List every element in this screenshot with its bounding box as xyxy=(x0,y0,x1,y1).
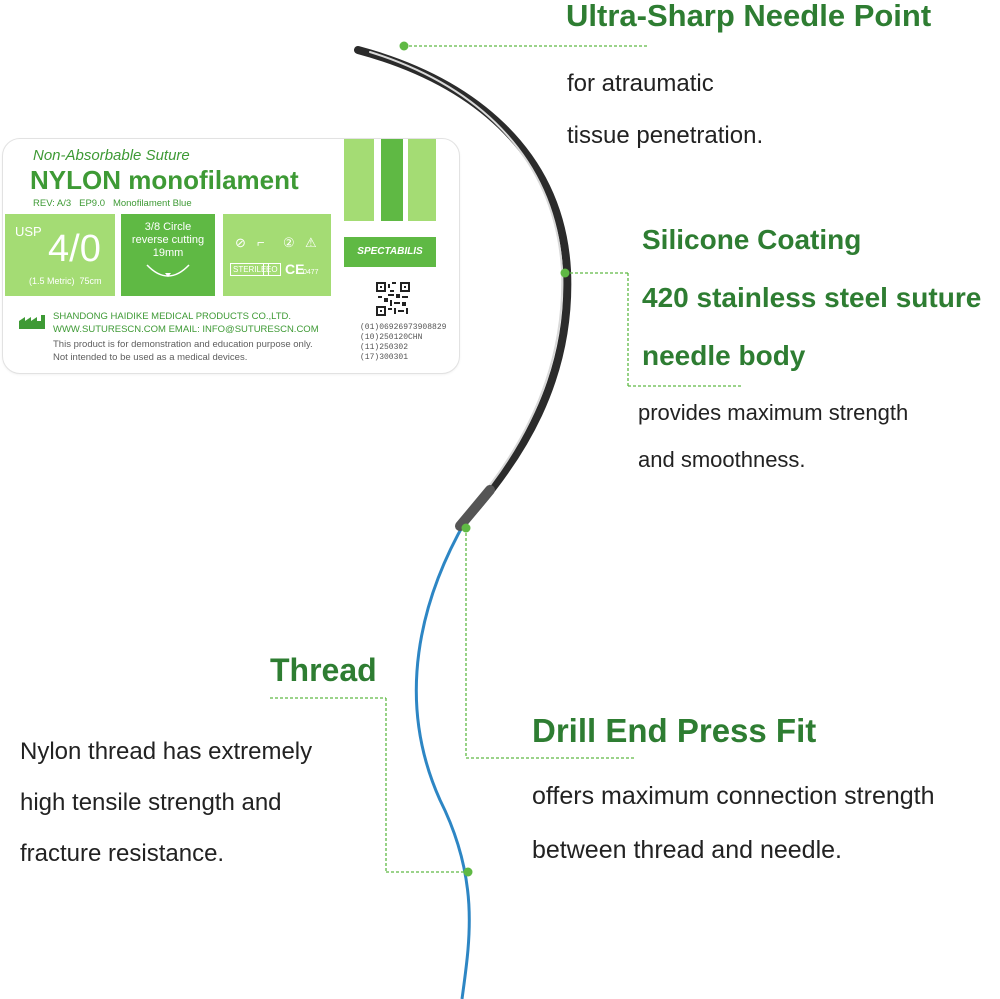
caution-icon: ⚠ xyxy=(305,235,317,250)
thread-heading: Thread xyxy=(270,652,377,688)
do-not-resterilize-icon: ② xyxy=(283,235,295,250)
usp-panel xyxy=(5,214,115,296)
symbols-panel xyxy=(223,214,331,296)
code-line-3: (11)250302 xyxy=(360,343,409,352)
qr-code-icon xyxy=(376,282,410,316)
needle-circle: 3/8 Circle xyxy=(144,221,192,233)
needle-body-heading: needle body xyxy=(642,340,806,371)
package-reflection: Non-Absorbable Suture NYLON monofilament… xyxy=(0,376,470,546)
needle-curve-icon xyxy=(146,264,190,277)
stripe-right xyxy=(408,139,436,221)
ce-number: 0477 xyxy=(303,269,319,276)
needle-cutting: reverse cutting xyxy=(131,234,205,246)
drill-end-line1: offers maximum connection strength xyxy=(532,782,935,810)
code-line-1: (01)06926973908829 xyxy=(360,323,447,332)
needle-point-line2: tissue penetration. xyxy=(567,122,764,149)
stripe-gap xyxy=(376,139,381,221)
leader-drill-end xyxy=(461,523,634,759)
manufacturer-contact: WWW.SUTURESCN.COM EMAIL: INFO@SUTURESCN.… xyxy=(53,324,319,335)
needle-point-heading: Ultra-Sharp Needle Point xyxy=(566,0,932,33)
silicone-line1: provides maximum strength xyxy=(638,400,909,425)
brand-name: SPECTABILIS xyxy=(357,246,423,257)
silicone-line2: and smoothness. xyxy=(638,447,806,472)
temperature-icon: ⌐ xyxy=(257,235,265,250)
needle-size: 19mm xyxy=(152,247,184,259)
leader-thread xyxy=(270,697,473,877)
needle-swage xyxy=(455,485,495,531)
silicone-heading: Silicone Coating xyxy=(642,224,862,255)
package-rev: REV: A/3 EP9.0 Monofilament Blue xyxy=(33,198,192,209)
usp-value: 4/0 xyxy=(48,228,101,270)
stripe-left xyxy=(344,139,374,221)
no-reuse-icon: ⊘ xyxy=(235,235,246,250)
steel-heading: 420 stainless steel suture xyxy=(642,282,982,313)
needle-highlight xyxy=(369,51,564,513)
manufacturer-name: SHANDONG HAIDIKE MEDICAL PRODUCTS CO.,LT… xyxy=(53,311,292,322)
leader-silicone xyxy=(560,268,742,387)
stripe-center xyxy=(381,139,403,221)
disclaimer-line1: This product is for demonstration and ed… xyxy=(53,339,313,350)
thread-line3: fracture resistance. xyxy=(20,840,225,867)
drill-end-heading: Drill End Press Fit xyxy=(532,712,817,749)
suture-package: Non-Absorbable Suture NYLON monofilament… xyxy=(2,138,460,374)
leader-needle-point xyxy=(399,41,648,51)
needle-point-line1: for atraumatic xyxy=(567,70,714,97)
brand-panel xyxy=(344,237,436,267)
code-line-2: (10)250120CHN xyxy=(360,333,423,342)
manufacturer-icon xyxy=(19,315,45,329)
thread-line2: high tensile strength and xyxy=(20,789,282,816)
eo-badge: EO xyxy=(263,263,281,276)
package-subtitle: Non-Absorbable Suture xyxy=(33,147,190,164)
code-line-4: (17)300301 xyxy=(360,353,409,362)
needle-spec-panel xyxy=(121,214,215,296)
disclaimer-line2: Not intended to be used as a medical dev… xyxy=(53,352,248,363)
sterile-badge: STERILE xyxy=(230,263,270,276)
usp-label: USP xyxy=(15,224,42,239)
package-title: NYLON monofilament xyxy=(30,165,299,195)
thread-line1: Nylon thread has extremely xyxy=(20,738,313,765)
drill-end-line2: between thread and needle. xyxy=(532,836,842,864)
usp-metric: (1.5 Metric) 75cm xyxy=(29,276,102,286)
nylon-thread xyxy=(414,519,471,999)
ce-mark: CE xyxy=(285,261,305,277)
